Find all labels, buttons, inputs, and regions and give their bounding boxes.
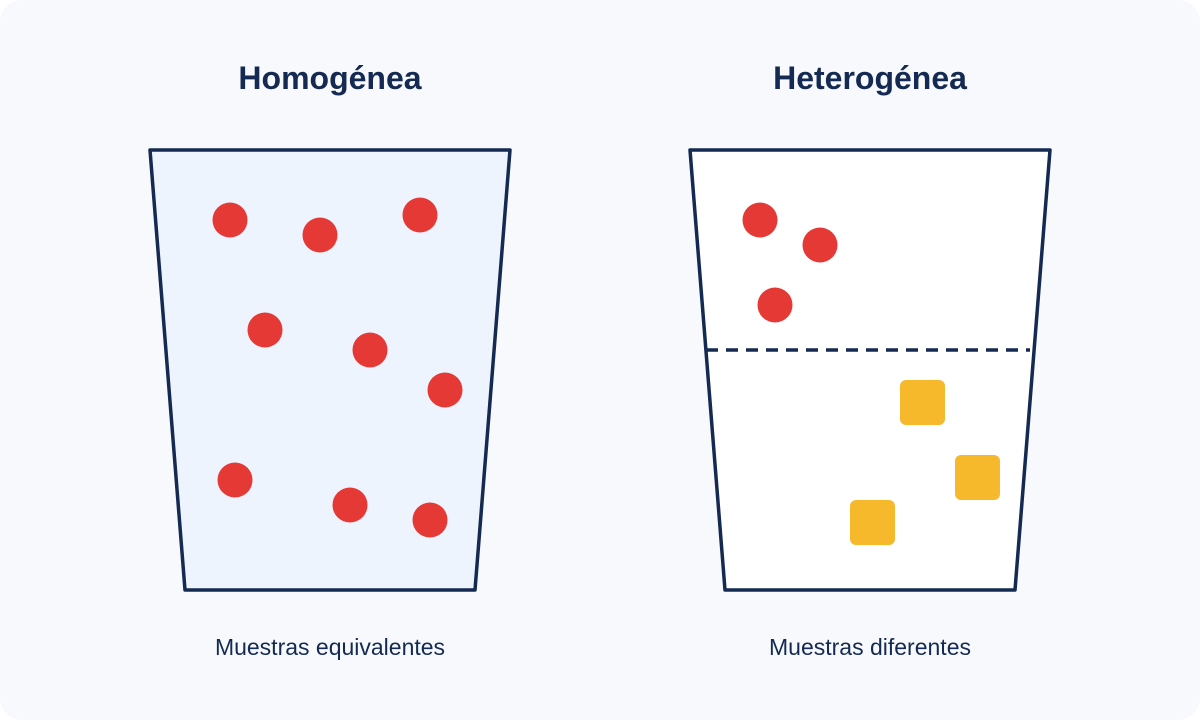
heterogeneous-title: Heterogénea	[773, 60, 967, 96]
homogeneous-title: Homogénea	[238, 60, 422, 96]
red-particle	[217, 462, 253, 498]
red-particle	[742, 202, 778, 238]
homogeneous-beaker-body	[148, 148, 512, 592]
yellow-particle	[850, 500, 895, 545]
red-particle	[412, 502, 448, 538]
red-particle	[212, 202, 248, 238]
red-particle	[402, 197, 438, 233]
homogeneous-beaker	[148, 148, 512, 592]
yellow-particle	[900, 380, 945, 425]
heterogeneous-caption: Muestras diferentes	[769, 634, 971, 660]
red-particle	[332, 487, 368, 523]
heterogeneous-beaker	[688, 148, 1052, 592]
yellow-particle	[955, 455, 1000, 500]
red-particle	[302, 217, 338, 253]
red-particle	[247, 312, 283, 348]
red-particle	[352, 332, 388, 368]
red-particle	[757, 287, 793, 323]
red-particle	[802, 227, 838, 263]
red-particle	[427, 372, 463, 408]
homogeneous-caption: Muestras equivalentes	[214, 634, 446, 660]
